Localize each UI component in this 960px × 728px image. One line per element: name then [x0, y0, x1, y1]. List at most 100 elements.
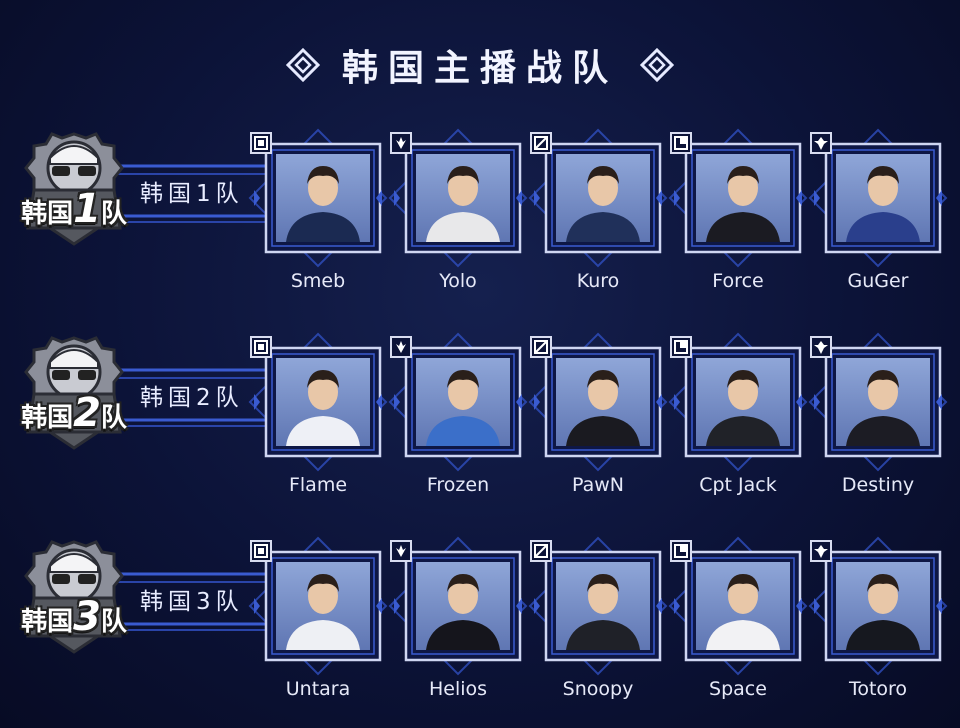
player-card[interactable]: Cpt Jack [668, 332, 808, 512]
player-portrait-icon [846, 166, 920, 242]
player-card[interactable]: Snoopy [528, 536, 668, 716]
mid-role-icon [530, 132, 552, 154]
player-portrait-icon [846, 370, 920, 446]
player-card[interactable]: GuGer [808, 128, 948, 308]
player-name: Force [712, 270, 764, 292]
jungle-role-icon [390, 336, 412, 358]
player-portrait-icon [286, 166, 360, 242]
player-card[interactable]: Force [668, 128, 808, 308]
player-portrait-icon [566, 574, 640, 650]
player-portrait-icon [286, 574, 360, 650]
player-photo [696, 358, 790, 446]
team-badge-text: 韩国3队 [10, 594, 138, 640]
team-badge: 韩国2队 [10, 332, 138, 454]
player-card[interactable]: Totoro [808, 536, 948, 716]
player-photo [696, 562, 790, 650]
team-badge: 韩国3队 [10, 536, 138, 658]
player-portrait-icon [426, 370, 500, 446]
player-name: Destiny [841, 474, 915, 496]
player-portrait-icon [426, 166, 500, 242]
badge-number: 3 [73, 594, 101, 640]
badge-prefix: 韩国 [21, 403, 74, 433]
badge-suffix: 队 [100, 403, 127, 433]
player-photo [276, 562, 370, 650]
team-connector-lines [118, 164, 268, 223]
player-name: Helios [428, 678, 488, 700]
player-card[interactable]: Helios [388, 536, 528, 716]
player-photo [416, 358, 510, 446]
player-photo [556, 562, 650, 650]
player-portrait-icon [566, 370, 640, 446]
mid-role-icon [530, 336, 552, 358]
player-card[interactable]: PawN [528, 332, 668, 512]
gear-mascot-icon [24, 336, 124, 450]
player-card[interactable]: Smeb [248, 128, 388, 308]
player-photo [836, 154, 930, 242]
gear-mascot-icon [24, 132, 124, 246]
player-portrait-icon [566, 166, 640, 242]
top-role-icon [250, 336, 272, 358]
player-name: Cpt Jack [699, 474, 777, 496]
bot-role-icon [670, 540, 692, 562]
player-portrait-icon [426, 574, 500, 650]
player-name: Yolo [439, 270, 477, 292]
team-label: 韩国1队 [140, 181, 244, 207]
player-name: PawN [572, 474, 624, 496]
player-name: Smeb [290, 270, 346, 292]
gear-mascot-icon [24, 540, 124, 654]
player-photo [276, 358, 370, 446]
badge-suffix: 队 [100, 199, 127, 229]
mid-role-icon [530, 540, 552, 562]
player-name: Frozen [426, 474, 490, 496]
player-card[interactable]: Kuro [528, 128, 668, 308]
badge-number: 2 [73, 390, 101, 436]
page-title-bar: 韩国主播战队 [0, 30, 960, 100]
player-portrait-icon [846, 574, 920, 650]
team-badge: 韩国1队 [10, 128, 138, 250]
player-photo [416, 562, 510, 650]
title-right-ornament-icon [640, 48, 674, 82]
title-left-ornament-icon [285, 48, 320, 82]
player-photo [416, 154, 510, 242]
player-name: Space [709, 678, 767, 700]
player-photo [836, 562, 930, 650]
player-name: Flame [288, 474, 348, 496]
player-portrait-icon [706, 370, 780, 446]
badge-suffix: 队 [100, 607, 127, 637]
player-photo [556, 154, 650, 242]
badge-prefix: 韩国 [21, 199, 74, 229]
player-name: Untara [285, 678, 351, 700]
badge-prefix: 韩国 [21, 607, 74, 637]
player-card[interactable]: Flame [248, 332, 388, 512]
top-role-icon [250, 132, 272, 154]
team-badge-text: 韩国1队 [10, 186, 138, 232]
player-card[interactable]: Frozen [388, 332, 528, 512]
team-connector-lines [118, 368, 268, 427]
support-role-icon [810, 132, 832, 154]
player-card[interactable]: Destiny [808, 332, 948, 512]
bot-role-icon [670, 336, 692, 358]
jungle-role-icon [390, 132, 412, 154]
player-portrait-icon [286, 370, 360, 446]
team-connector-lines [118, 572, 268, 631]
team-label: 韩国3队 [140, 589, 244, 615]
bot-role-icon [670, 132, 692, 154]
page-title: 韩国主播战队 [341, 48, 618, 89]
team-label: 韩国2队 [140, 385, 244, 411]
player-name: Totoro [848, 678, 908, 700]
player-name: GuGer [847, 270, 909, 292]
player-photo [836, 358, 930, 446]
player-card[interactable]: Space [668, 536, 808, 716]
top-role-icon [250, 540, 272, 562]
player-photo [276, 154, 370, 242]
player-card[interactable]: Yolo [388, 128, 528, 308]
player-card[interactable]: Untara [248, 536, 388, 716]
badge-number: 1 [73, 186, 101, 232]
team-badge-text: 韩国2队 [10, 390, 138, 436]
jungle-role-icon [390, 540, 412, 562]
support-role-icon [810, 540, 832, 562]
support-role-icon [810, 336, 832, 358]
